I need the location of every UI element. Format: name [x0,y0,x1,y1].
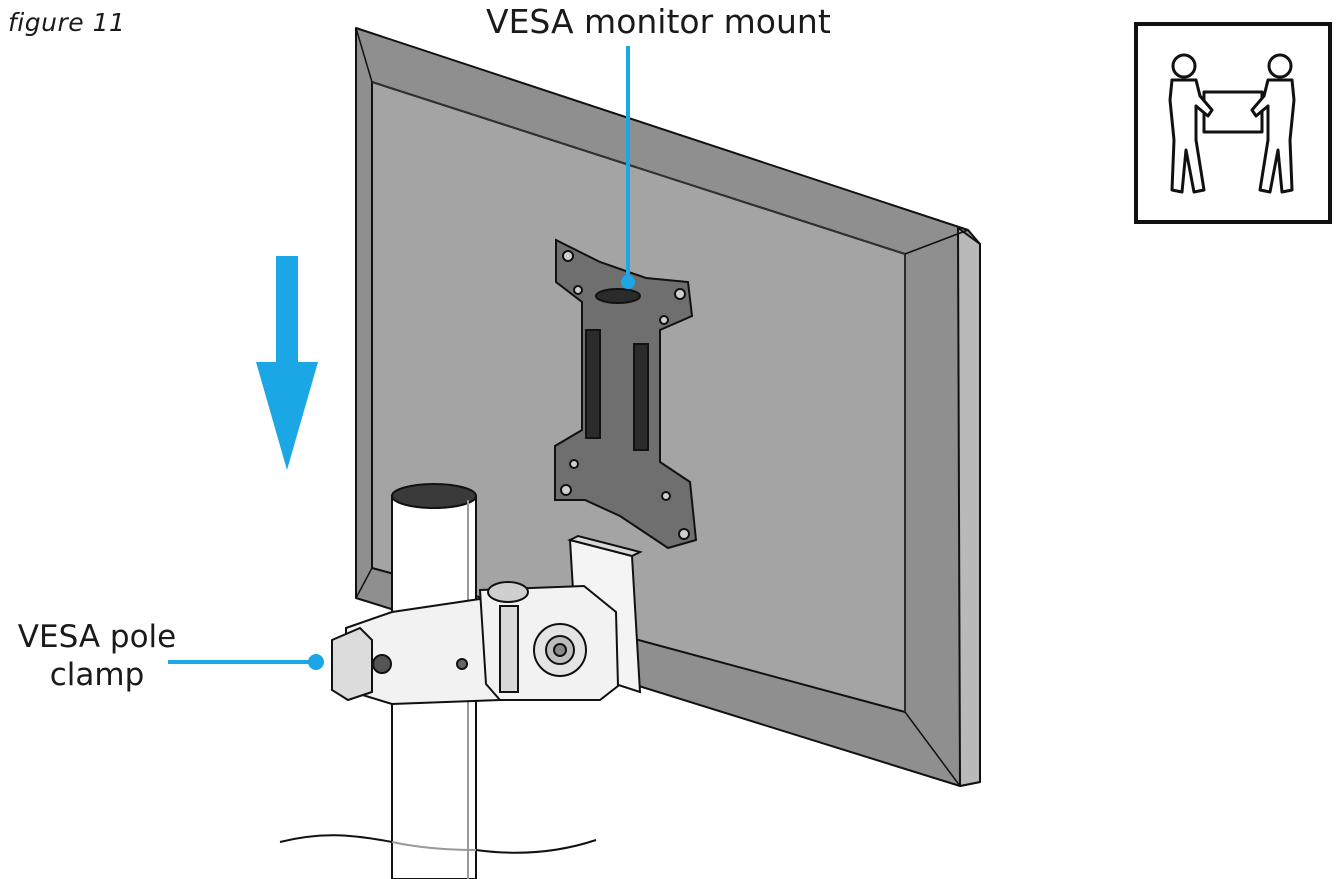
pole-upper [391,495,477,621]
pole [391,483,477,879]
clamp-screw [372,654,392,674]
vesa-monitor-mount-label: VESA monitor mount [486,2,831,41]
monitor-side-edge [957,227,981,787]
callout-vesa-pole-clamp [168,654,324,670]
ground-lines [279,834,597,854]
vesa-plate-slot-top [595,288,641,304]
vesa-plate-slot-left [585,329,601,439]
pole-lower [391,689,477,879]
vesa-pole-clamp-label-line2: clamp [49,657,145,693]
vesa-plate-slot-right [633,343,649,451]
down-arrow-icon [256,256,318,470]
pole-clamp [331,581,620,706]
callout-vesa-monitor-mount [621,46,635,289]
vesa-pole-clamp-label: VESA pole clamp [12,618,182,694]
two-person-lift-icon [1134,22,1332,224]
pole-top-cap [391,483,477,509]
vesa-pole-clamp-label-line1: VESA pole [17,619,177,655]
vesa-mount-plate [554,238,698,550]
figure-label: figure 11 [8,8,126,37]
